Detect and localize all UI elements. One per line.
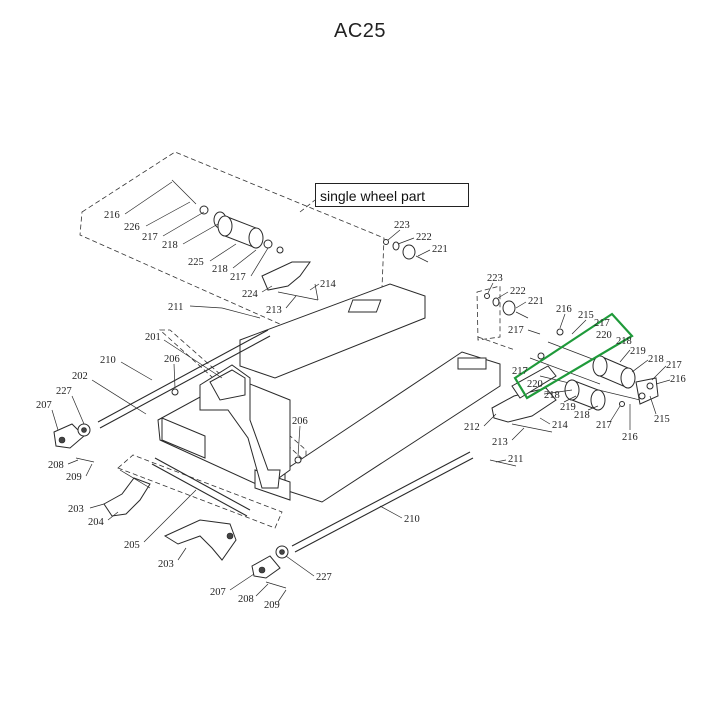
label-210: 210 [100, 355, 116, 366]
label-225: 225 [188, 257, 204, 268]
label-217r2: 217 [594, 318, 610, 329]
tandem-wheel-parts [489, 328, 659, 467]
label-211b: 211 [508, 454, 523, 465]
coupling-207-left [53, 423, 91, 449]
label-224: 224 [242, 289, 259, 300]
label-203: 203 [68, 504, 84, 515]
label-217: 217 [142, 232, 158, 243]
label-208: 208 [48, 460, 64, 471]
part-206-left [171, 388, 179, 396]
label-223r: 223 [487, 273, 503, 284]
label-227b: 227 [316, 572, 332, 583]
label-206: 206 [164, 354, 180, 365]
tandem-wheel-detail-box [476, 285, 501, 341]
label-216r1: 216 [556, 304, 572, 315]
pedal-203 [163, 519, 237, 561]
label-219r1: 219 [630, 346, 646, 357]
label-217r1: 217 [508, 325, 524, 336]
pin-208-left [75, 457, 95, 463]
label-205: 205 [124, 540, 140, 551]
diagram-title: AC25 [333, 20, 387, 42]
label-220r2: 220 [527, 379, 543, 390]
wheel-223-assembly-right [484, 293, 529, 319]
label-202: 202 [72, 371, 88, 382]
coupling-207-lower [251, 545, 289, 579]
label-206b: 206 [292, 416, 308, 427]
label-214b: 214 [552, 420, 569, 431]
part-labels: 216 226 217 218 225 218 217 224 213 214 … [36, 181, 686, 611]
label-204: 204 [88, 517, 105, 528]
label-214: 214 [320, 279, 337, 290]
wheel-223-assembly [383, 239, 429, 263]
label-217b: 217 [230, 272, 246, 283]
label-220r1: 220 [596, 330, 612, 341]
pin-208-lower [265, 581, 287, 589]
label-216: 216 [104, 210, 120, 221]
label-217r3: 217 [666, 360, 682, 371]
label-213: 213 [266, 305, 282, 316]
label-217r5: 217 [596, 420, 612, 431]
label-215r1: 215 [578, 310, 594, 321]
label-222r: 222 [510, 286, 526, 297]
label-216r3: 216 [622, 432, 638, 443]
callout-leader [299, 199, 316, 213]
label-207: 207 [36, 400, 52, 411]
label-207b: 207 [210, 587, 226, 598]
label-209b: 209 [264, 600, 280, 611]
label-223: 223 [394, 220, 410, 231]
label-209: 209 [66, 472, 82, 483]
label-213b: 213 [492, 437, 508, 448]
label-218: 218 [162, 240, 178, 251]
label-216r2: 216 [670, 374, 686, 385]
label-219r2: 219 [560, 402, 576, 413]
label-218r2: 218 [648, 354, 664, 365]
label-218b: 218 [212, 264, 228, 275]
single-wheel-part-callout: single wheel part [315, 183, 469, 207]
label-203b: 203 [158, 559, 174, 570]
single-wheel-parts [171, 179, 319, 301]
label-227: 227 [56, 386, 72, 397]
label-221r: 221 [528, 296, 544, 307]
label-217r4: 217 [512, 366, 528, 377]
fork-frame [157, 283, 501, 503]
label-210b: 210 [404, 514, 420, 525]
label-226: 226 [124, 222, 140, 233]
label-215r2: 215 [654, 414, 670, 425]
label-211: 211 [168, 302, 183, 313]
label-218r4: 218 [574, 410, 590, 421]
pedal-detail-box [117, 454, 283, 529]
rod-205 [154, 457, 251, 511]
pin-211-upper [221, 307, 261, 319]
pedal-204 [103, 469, 151, 517]
label-221: 221 [432, 244, 448, 255]
label-201: 201 [145, 332, 161, 343]
highlight-box [513, 312, 634, 400]
handle-rod-right [291, 451, 471, 547]
label-218r3: 218 [544, 390, 560, 401]
tandem-leader [477, 336, 516, 351]
part-206-right [294, 456, 302, 464]
label-218r1: 218 [616, 336, 632, 347]
label-212: 212 [464, 422, 480, 433]
label-208b: 208 [238, 594, 254, 605]
label-222: 222 [416, 232, 432, 243]
handle-rod-left [97, 329, 269, 423]
